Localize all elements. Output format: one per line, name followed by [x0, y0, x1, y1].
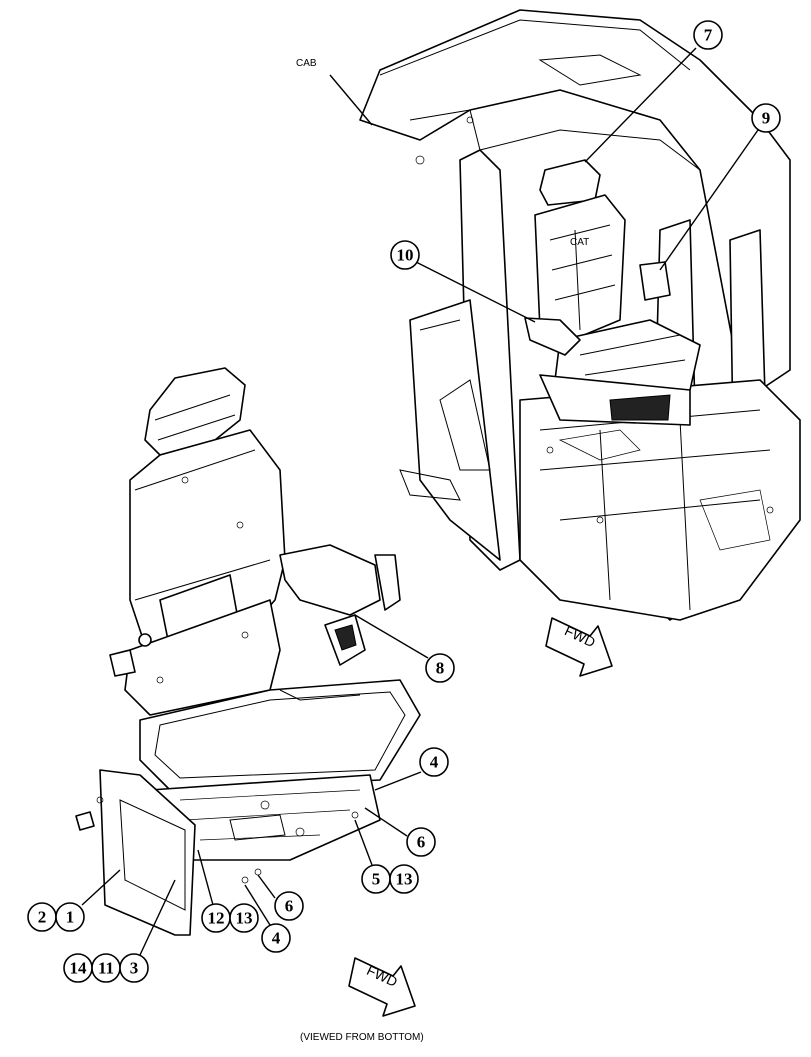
viewed-from-bottom-label: (VIEWED FROM BOTTOM) [300, 1032, 424, 1043]
fwd-arrow-bottom: FWD [348, 957, 416, 1017]
callout-13: 13 [389, 864, 419, 894]
svg-text:13: 13 [396, 870, 413, 889]
svg-text:9: 9 [762, 109, 771, 128]
leader-4b [244, 884, 271, 926]
callout-4: 4 [419, 747, 449, 777]
leader-10 [415, 261, 536, 323]
leader-6a [364, 807, 408, 837]
svg-text:6: 6 [417, 833, 426, 852]
leader-7 [584, 47, 697, 163]
cab-seat: CAT [524, 159, 701, 426]
leader-3 [139, 879, 176, 956]
leader-6b [257, 874, 276, 899]
seat-assembly [75, 367, 421, 936]
svg-text:10: 10 [397, 246, 414, 265]
leader-lines [81, 47, 759, 956]
callout-9: 9 [751, 103, 781, 133]
callout-6-lower: 6 [274, 891, 304, 921]
callout-4-lower: 4 [261, 923, 291, 953]
svg-text:4: 4 [272, 929, 281, 948]
svg-text:8: 8 [436, 659, 445, 678]
callout-14: 14 [63, 953, 93, 983]
fwd-arrow-top: FWD [545, 617, 613, 677]
svg-text:12: 12 [208, 909, 225, 928]
callout-6: 6 [406, 827, 436, 857]
callout-8: 8 [425, 653, 455, 683]
svg-text:11: 11 [98, 959, 114, 978]
svg-text:13: 13 [236, 909, 253, 928]
callout-10: 10 [390, 240, 420, 270]
leader-8 [354, 614, 429, 659]
svg-text:4: 4 [430, 753, 439, 772]
callout-12: 12 [201, 903, 231, 933]
callout-11: 11 [91, 953, 121, 983]
svg-text:14: 14 [70, 959, 88, 978]
callout-2: 2 [27, 902, 57, 932]
leader-4a [374, 771, 422, 791]
callout-7: 7 [693, 20, 723, 50]
callout-13-lower: 13 [229, 903, 259, 933]
leader-1 [81, 869, 121, 906]
callout-3: 3 [119, 953, 149, 983]
cat-logo: CAT [570, 237, 589, 248]
svg-text:6: 6 [285, 897, 294, 916]
leader-12 [197, 849, 214, 906]
svg-text:3: 3 [130, 959, 139, 978]
callout-1: 1 [55, 902, 85, 932]
svg-text:5: 5 [372, 870, 381, 889]
leader-cab [329, 74, 373, 126]
svg-text:2: 2 [38, 908, 47, 927]
svg-text:1: 1 [66, 908, 75, 927]
callout-5: 5 [361, 864, 391, 894]
cab-label: CAB [296, 58, 317, 69]
svg-text:7: 7 [704, 26, 713, 45]
leader-9 [659, 129, 759, 271]
leader-5 [354, 819, 373, 866]
